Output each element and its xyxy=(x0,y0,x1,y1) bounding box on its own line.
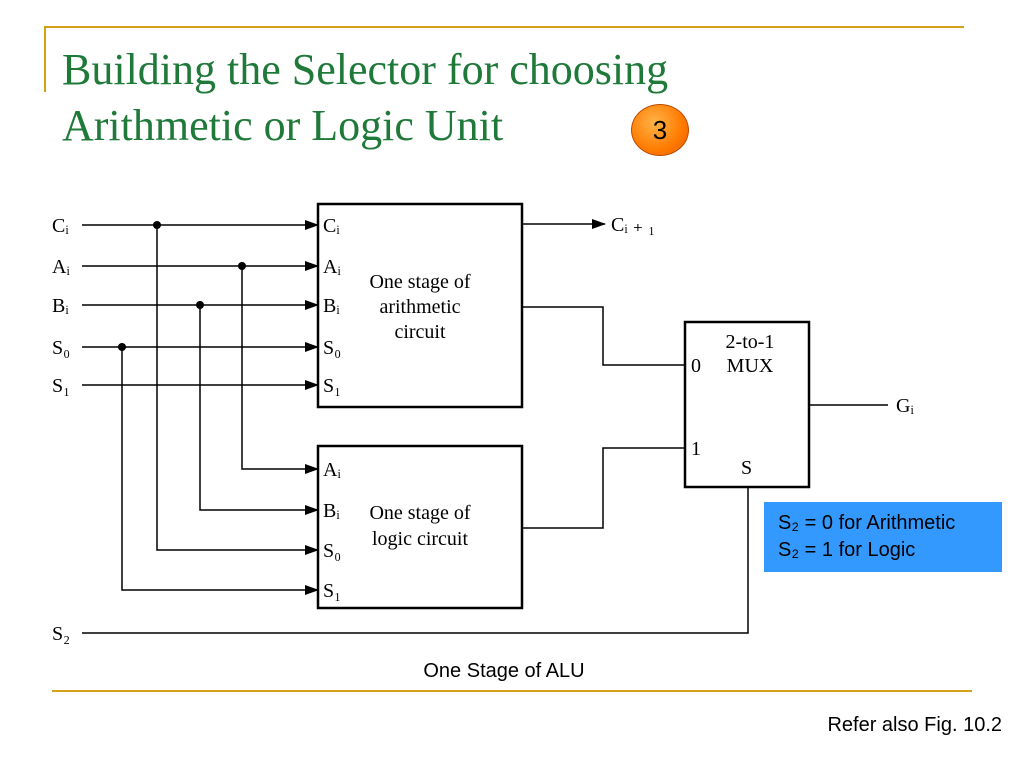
title-line-2: Arithmetic or Logic Unit xyxy=(62,101,504,150)
bottom-decor-line xyxy=(52,690,972,692)
output-label-carry: Cᵢ ₊ ₁ xyxy=(611,214,655,236)
wire-ai-logic xyxy=(241,266,319,474)
input-label-ai: Aᵢ xyxy=(52,256,70,278)
note-line-logic: S₂ = 1 for Logic xyxy=(778,539,916,561)
input-label-s0: S₀ xyxy=(52,337,70,359)
mux-pin-1: 1 xyxy=(691,438,701,460)
title-line-1: Building the Selector for choosing xyxy=(62,45,669,94)
arith-pin-s1: S₁ xyxy=(323,375,341,397)
arith-pin-ci: Cᵢ xyxy=(323,215,340,237)
mux-pin-s: S xyxy=(741,457,752,479)
wire-s2 xyxy=(82,487,749,634)
input-label-bi: Bᵢ xyxy=(52,295,69,317)
mux-label-line-1: 2-to-1 xyxy=(726,331,775,353)
wire-s0-logic xyxy=(156,225,319,555)
mux-pin-0: 0 xyxy=(691,355,701,377)
junction-dot xyxy=(238,262,246,270)
logic-circuit-block xyxy=(316,444,524,610)
figure-caption: One Stage of ALU xyxy=(423,660,585,682)
wire-arith-to-mux xyxy=(522,306,685,366)
logic-pin-s1: S₁ xyxy=(323,580,341,602)
reference-note: Refer also Fig. 10.2 xyxy=(827,714,1002,736)
output-label-g: Gᵢ xyxy=(896,395,914,417)
logic-pin-s0: S₀ xyxy=(323,540,341,562)
step-number-badge: 3 xyxy=(631,104,689,156)
arith-pin-bi: Bᵢ xyxy=(323,295,340,317)
wire-logic-to-mux xyxy=(522,447,685,529)
mux-label-line-2: MUX xyxy=(727,355,774,377)
junction-dot xyxy=(196,301,204,309)
arith-pin-ai: Aᵢ xyxy=(323,256,341,278)
junction-dot xyxy=(153,221,161,229)
slide-title: Building the Selector for choosing Arith… xyxy=(62,42,668,154)
wire-s1-logic xyxy=(121,347,319,595)
wire-bi-logic xyxy=(199,305,319,515)
logic-label-line-2: logic circuit xyxy=(372,528,469,550)
arith-label-line-3: circuit xyxy=(394,321,446,343)
top-decor-line xyxy=(44,26,964,28)
input-label-ci: Cᵢ xyxy=(52,215,69,237)
logic-label-line-1: One stage of xyxy=(369,502,470,524)
alu-stage-diagram: Cᵢ Aᵢ Bᵢ S₀ S₁ S₂ Cᵢ Aᵢ Bᵢ S₀ S₁ One sta… xyxy=(52,202,914,645)
input-label-s1: S₁ xyxy=(52,375,70,397)
input-label-s2: S₂ xyxy=(52,623,70,645)
note-line-arithmetic: S₂ = 0 for Arithmetic xyxy=(778,512,956,534)
logic-pin-bi: Bᵢ xyxy=(323,500,340,522)
arithmetic-circuit-block xyxy=(316,202,524,409)
left-decor-line xyxy=(44,26,46,92)
junction-dot xyxy=(118,343,126,351)
arith-label-line-2: arithmetic xyxy=(379,296,460,318)
selector-note-box: S₂ = 0 for Arithmetic S₂ = 1 for Logic xyxy=(764,502,1002,572)
arith-label-line-1: One stage of xyxy=(369,271,470,293)
arith-pin-s0: S₀ xyxy=(323,337,341,359)
logic-pin-ai: Aᵢ xyxy=(323,459,341,481)
